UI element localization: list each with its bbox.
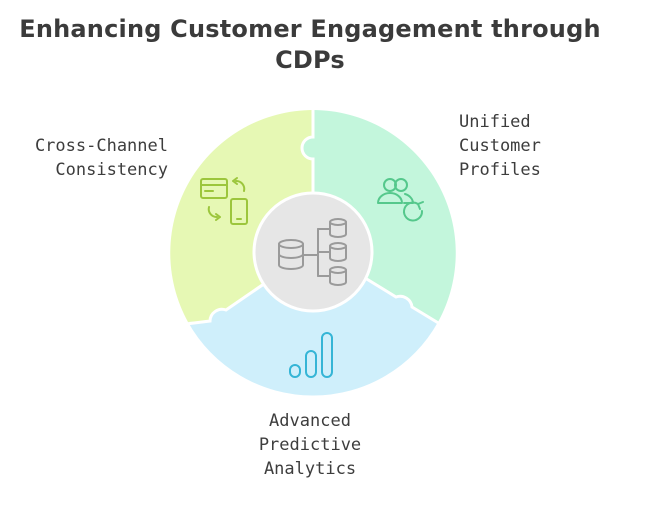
- label-unified-customer-profiles: Unified Customer Profiles: [459, 112, 541, 180]
- center-hub: [252, 191, 374, 313]
- label-cross-channel-consistency: Cross-Channel Consistency: [34, 136, 168, 180]
- database-network-icon: [278, 218, 347, 286]
- title-line-2: CDPs: [275, 46, 345, 74]
- devices-sync-icon: [200, 177, 248, 225]
- title-line-1: Enhancing Customer Engagement through: [19, 15, 601, 43]
- segment-dividers: [185, 108, 441, 326]
- bar-chart-icon: [289, 332, 333, 378]
- users-refresh-icon: [377, 178, 424, 222]
- label-advanced-predictive-analytics: Advanced Predictive Analytics: [258, 411, 362, 479]
- diagram-title: Enhancing Customer Engagement through CD…: [0, 14, 620, 76]
- segment-predictive-analytics: [188, 248, 438, 396]
- segment-unified-profiles: [302, 110, 456, 322]
